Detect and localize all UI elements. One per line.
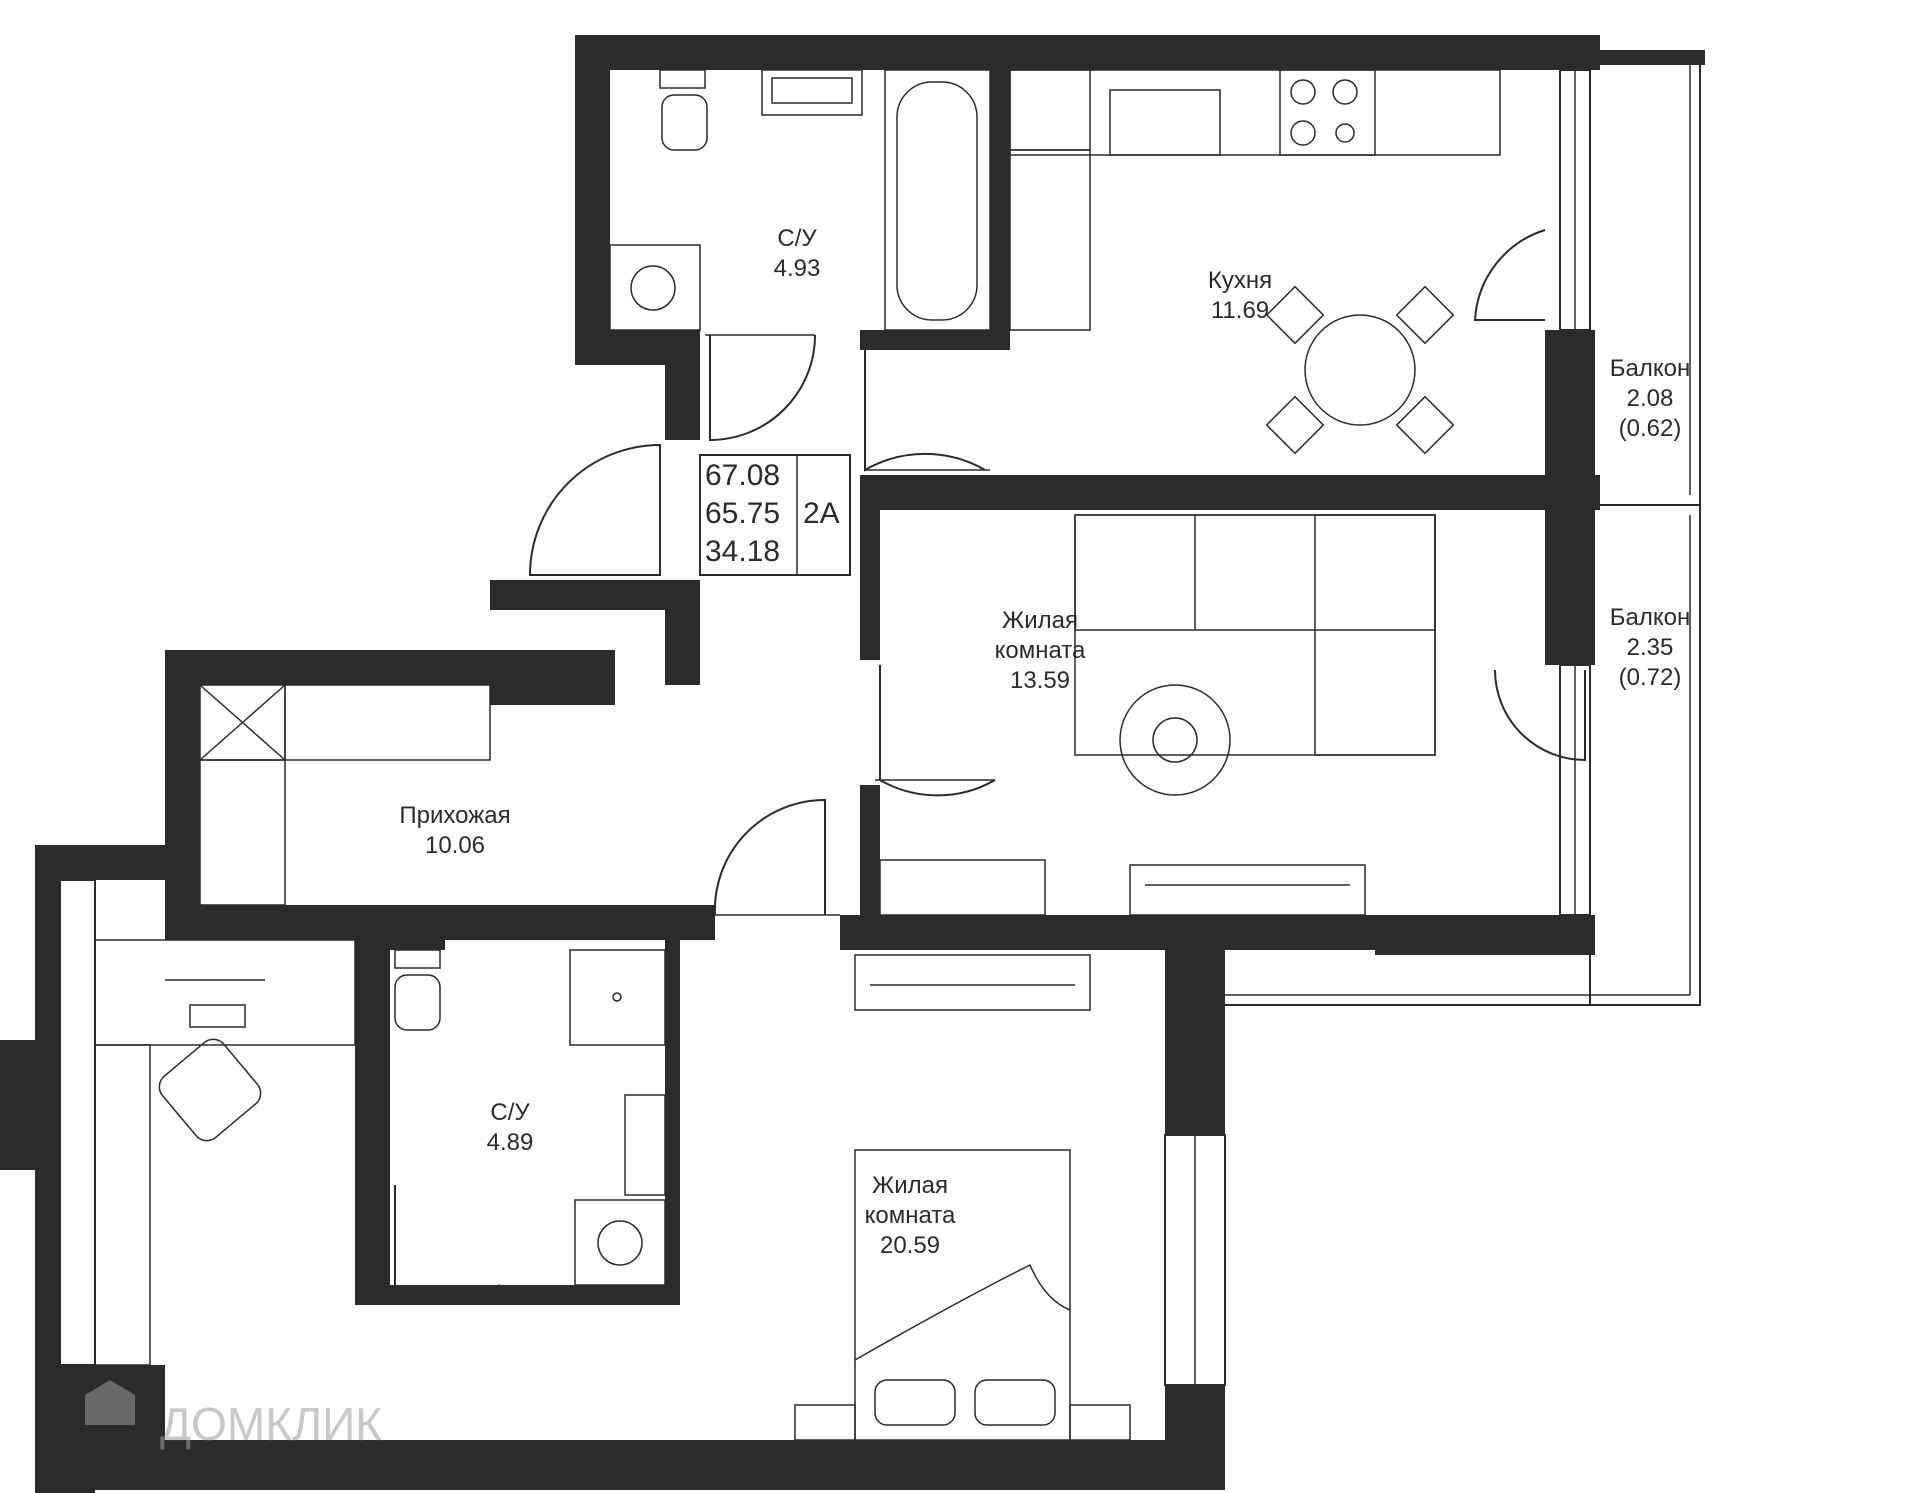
total-area: 67.08 (705, 459, 780, 492)
balcony-2-reduced: (0.72) (1619, 664, 1682, 691)
sofa-icon (1074, 514, 1436, 756)
dining-table-icon (1265, 285, 1455, 455)
kitchen-area: 11.69 (1211, 297, 1269, 324)
bed-icon (854, 1149, 1071, 1441)
washbasin-icon (761, 69, 863, 116)
domclick-watermark: ДОМКЛИК (85, 1380, 382, 1450)
tv-stand-icon-2 (854, 954, 1091, 1011)
living-2-area: 20.59 (880, 1232, 940, 1259)
toilet-icon-2 (394, 949, 441, 1031)
living-1-area: 13.59 (1010, 667, 1070, 694)
desk-icon (94, 939, 356, 1366)
kitchen-name: Кухня (1208, 267, 1272, 294)
room-labels: С/У 4.93 Кухня 11.69 Балкон 2.08 (0.62) … (399, 225, 1690, 1259)
living-2-name-2: комната (865, 1202, 956, 1229)
balcony-1-name: Балкон (1610, 355, 1690, 382)
bathtub-icon (884, 69, 991, 331)
watermark-text: ДОМКЛИК (160, 1398, 382, 1450)
shower-icon (569, 949, 666, 1046)
balcony-1-reduced: (0.62) (1619, 415, 1682, 442)
balcony-railings (1225, 54, 1701, 1006)
tv-stand-icon (1129, 864, 1366, 916)
bath-top-area: 4.93 (774, 255, 821, 282)
washbasin-icon-2 (624, 1094, 666, 1196)
nightstand-icon (794, 1404, 1131, 1441)
bath-top-name: С/У (777, 225, 817, 252)
balcony-2-area: 2.35 (1627, 634, 1674, 661)
living-2-name-1: Жилая (872, 1172, 948, 1199)
office-chair-icon (158, 1038, 262, 1142)
fixtures (94, 69, 1501, 1441)
rug-icon (1119, 684, 1231, 796)
walls (0, 35, 1705, 1493)
living-area: 34.18 (705, 535, 780, 568)
toilet-icon (659, 69, 708, 151)
balcony-1-area: 2.08 (1627, 385, 1674, 412)
hallway-name: Прихожая (399, 802, 510, 829)
bath-bottom-area: 4.89 (487, 1129, 534, 1156)
balcony-2-name: Балкон (1610, 604, 1690, 631)
area-summary: 67.08 65.75 34.18 2А (699, 454, 851, 576)
hallway-area: 10.06 (425, 832, 485, 859)
hallway-wardrobe (199, 684, 491, 906)
area-no-balcony: 65.75 (705, 497, 780, 530)
doors (394, 229, 1586, 1300)
washing-machine-icon-2 (574, 1199, 666, 1286)
wardrobe-icon (879, 859, 1046, 916)
living-1-name-2: комната (995, 637, 1086, 664)
living-1-name-1: Жилая (1002, 607, 1078, 634)
layout-code: 2А (803, 497, 840, 530)
windows (59, 69, 1591, 1386)
kitchen-counter (1009, 69, 1501, 331)
bath-bottom-name: С/У (490, 1099, 530, 1126)
washing-machine-icon (609, 244, 701, 331)
